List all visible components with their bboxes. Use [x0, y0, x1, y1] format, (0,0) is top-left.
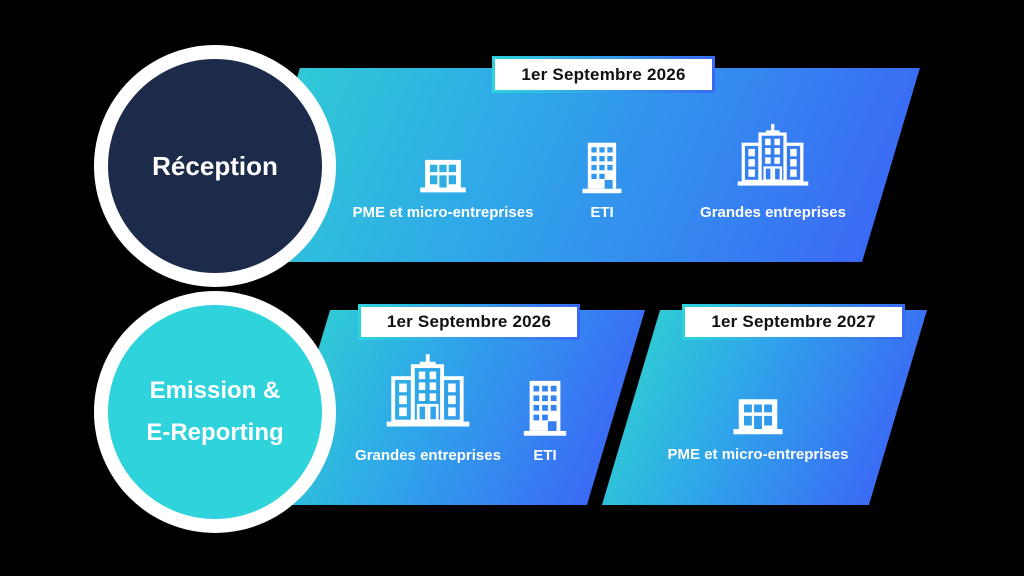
large-building-icon	[386, 354, 470, 427]
reception-date-label: 1er Septembre 2026	[495, 59, 712, 90]
entity-grandes-reception: Grandes entreprises	[673, 110, 873, 222]
large-building-icon	[737, 123, 809, 186]
emission-2027-date-label: 1er Septembre 2027	[685, 307, 902, 337]
entity-eti-emission: ETI	[475, 352, 615, 465]
reception-circle-label: Réception	[108, 59, 322, 273]
entity-pme-reception: PME et micro-entreprises	[343, 110, 543, 222]
medium-building-icon	[523, 381, 567, 437]
entity-label: ETI	[533, 447, 557, 464]
entity-grandes-emission: Grandes entreprises	[338, 352, 518, 465]
emission-2026-date-box: 1er Septembre 2026	[358, 304, 580, 340]
small-building-icon	[733, 399, 783, 435]
reception-date-box: 1er Septembre 2026	[492, 56, 715, 93]
entity-label: PME et micro-entreprises	[352, 204, 534, 221]
medium-building-icon	[582, 142, 622, 194]
entity-label: Grandes entreprises	[355, 447, 501, 464]
entity-label: PME et micro-entreprises	[667, 446, 849, 463]
entity-label: Grandes entreprises	[700, 204, 846, 221]
emission-circle: Emission & E-Reporting	[94, 291, 336, 533]
entity-pme-emission: PME et micro-entreprises	[658, 352, 858, 464]
emission-2026-date-label: 1er Septembre 2026	[361, 307, 577, 337]
emission-label-line2: E-Reporting	[146, 419, 284, 446]
entity-eti-reception: ETI	[502, 110, 702, 222]
emission-2027-date-box: 1er Septembre 2027	[682, 304, 905, 340]
entity-label: ETI	[590, 204, 614, 221]
emission-label-line1: Emission &	[149, 377, 281, 404]
reception-circle: Réception	[94, 45, 336, 287]
emission-circle-label: Emission & E-Reporting	[108, 305, 322, 519]
small-building-icon	[420, 160, 466, 193]
